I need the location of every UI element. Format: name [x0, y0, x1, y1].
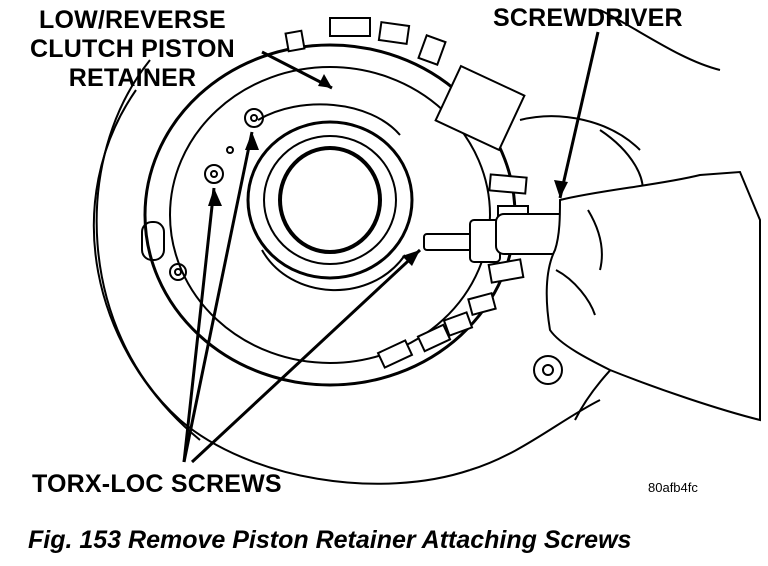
label-line: RETAINER [68, 64, 197, 92]
torx-screw [204, 164, 224, 184]
torx-screw [244, 108, 264, 128]
hand [545, 170, 761, 422]
leader-lines [182, 31, 600, 464]
piston-retainer [143, 43, 517, 387]
torx-loc-screws-label: TORX-LOC SCREWS [32, 470, 282, 498]
image-code: 80afb4fc [648, 480, 698, 495]
clutch-tabs [284, 17, 529, 369]
low-reverse-clutch-piston-retainer-label: LOW/REVERSE CLUTCH PISTON RETAINER [30, 6, 235, 93]
label-line: CLUTCH PISTON [30, 35, 235, 63]
figure-caption: Fig. 153 Remove Piston Retainer Attachin… [28, 526, 632, 554]
label-line: LOW/REVERSE [38, 6, 226, 34]
case-outline [92, 9, 721, 485]
screwdriver-label: SCREWDRIVER [493, 4, 683, 32]
case-bosses [141, 146, 563, 385]
